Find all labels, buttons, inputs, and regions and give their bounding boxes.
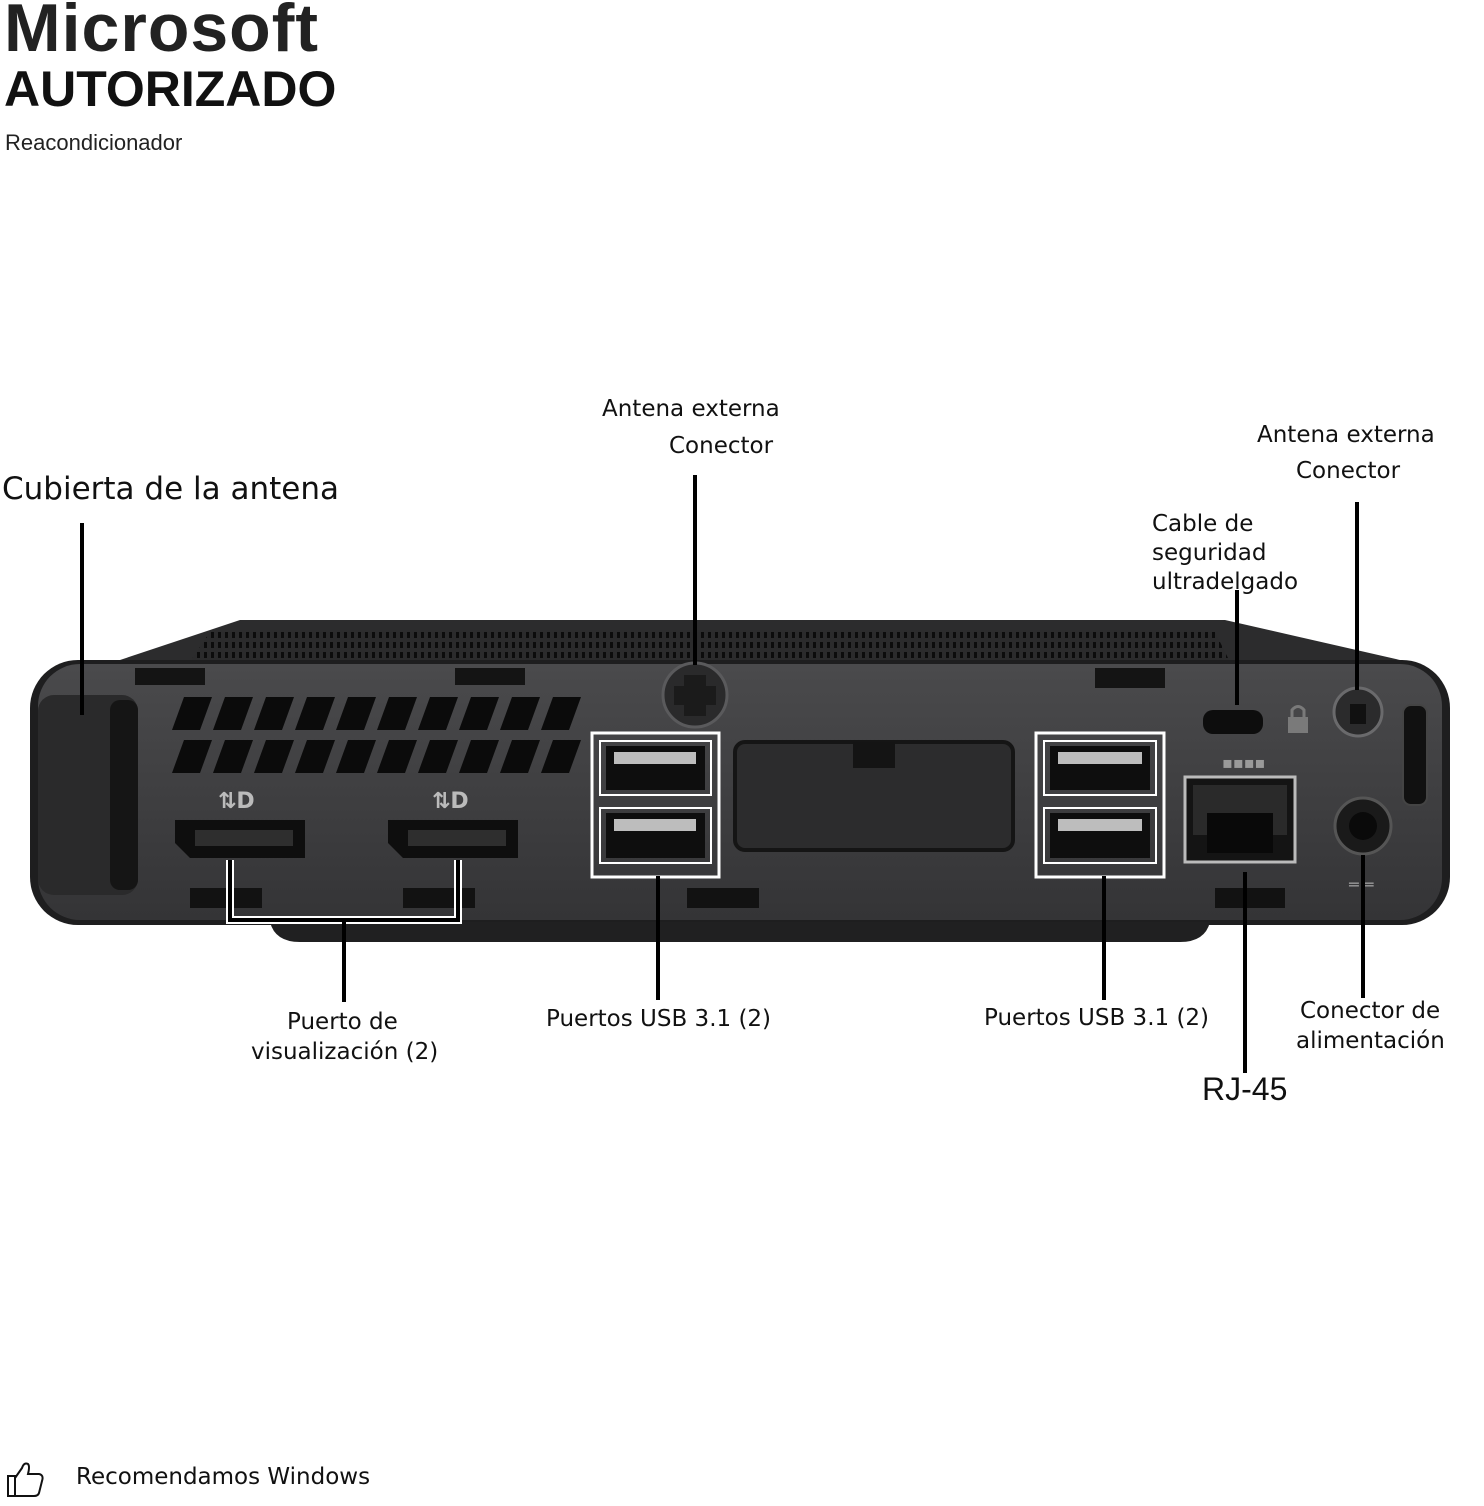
- label-security-cable-line1: Cable de: [1152, 511, 1254, 537]
- antenna-cover-block: [38, 695, 138, 895]
- external-antenna-connector-1: [661, 661, 729, 729]
- chassis-top: [120, 620, 1400, 662]
- label-usb-right: Puertos USB 3.1 (2): [984, 1005, 1210, 1031]
- label-display-port-line1: Puerto de: [287, 1009, 398, 1035]
- security-cable-slot: [1203, 705, 1308, 734]
- brand-subtitle: AUTORIZADO: [4, 61, 337, 117]
- vent-slot: [541, 740, 581, 773]
- vent-slot: [459, 697, 499, 730]
- display-port-left: ⇅D: [175, 789, 305, 908]
- vent-slot: [418, 697, 458, 730]
- label-ext-antenna-1-line1: Antena externa: [602, 396, 780, 422]
- vent-slot: [500, 697, 540, 730]
- vent-slot: [377, 697, 417, 730]
- vent-slot: [541, 697, 581, 730]
- brand-title: Microsoft: [4, 0, 319, 66]
- label-rj45: RJ-45: [1202, 1071, 1288, 1107]
- vent-slot: [295, 740, 335, 773]
- label-antenna-cover: Cubierta de la antena: [2, 471, 339, 507]
- vent-slot: [418, 740, 458, 773]
- vent-slot: [254, 740, 294, 773]
- power-connector: ═ ═: [1333, 796, 1393, 894]
- vent-slot: [213, 697, 253, 730]
- vent-slot: [377, 740, 417, 773]
- vent-slot: [254, 697, 294, 730]
- label-power-line1: Conector de: [1300, 998, 1441, 1024]
- rj45-port: ▪▪▪▪: [1183, 753, 1297, 908]
- vent-slot: [172, 740, 212, 773]
- external-antenna-connector-2: [1332, 686, 1384, 738]
- side-latch: [1402, 704, 1428, 806]
- svg-text:▪▪▪▪: ▪▪▪▪: [1222, 753, 1265, 772]
- svg-text:═ ═: ═ ═: [1348, 875, 1374, 894]
- label-display-port-line2: visualización (2): [251, 1039, 439, 1065]
- label-usb-left: Puertos USB 3.1 (2): [546, 1006, 772, 1032]
- label-ext-antenna-2-line2: Conector: [1296, 458, 1401, 484]
- callout-lines: [80, 475, 1365, 1073]
- vent-slot: [172, 697, 212, 730]
- footer-text: Recomendamos Windows: [76, 1464, 371, 1490]
- usb-ports-left: [590, 731, 759, 908]
- label-ext-antenna-1-line2: Conector: [669, 433, 774, 459]
- svg-text:⇅D: ⇅D: [432, 789, 469, 814]
- label-security-cable-line2: seguridad: [1152, 540, 1267, 566]
- vent-slot: [459, 740, 499, 773]
- vent-slot: [336, 740, 376, 773]
- vent-slot: [500, 740, 540, 773]
- footer-recommendation: Recomendamos Windows: [0, 1456, 600, 1506]
- label-security-cable-line3: ultradelgado: [1152, 569, 1299, 595]
- label-power-line2: alimentación: [1296, 1028, 1445, 1054]
- svg-text:⇅D: ⇅D: [218, 789, 255, 814]
- vent-slot: [213, 740, 253, 773]
- brand-tagline: Reacondicionador: [5, 130, 183, 155]
- vent-slot: [295, 697, 335, 730]
- vent-slots: [172, 697, 581, 773]
- label-ext-antenna-2-line1: Antena externa: [1257, 422, 1435, 448]
- thumbs-up-icon: [4, 1458, 46, 1504]
- expansion-cover: [733, 740, 1015, 852]
- usb-ports-right: [1034, 731, 1166, 879]
- vent-slot: [336, 697, 376, 730]
